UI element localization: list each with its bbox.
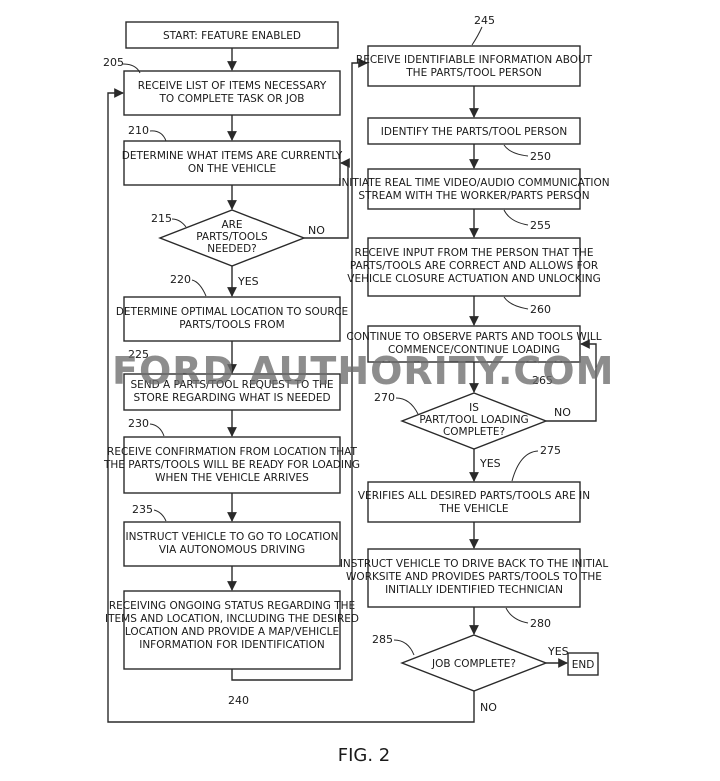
ref-210: 210 [128, 124, 149, 137]
svg-text:RECEIVE IDENTIFIABLE INFORMATI: RECEIVE IDENTIFIABLE INFORMATION ABOUTTH… [356, 54, 593, 79]
ref-285: 285 [372, 633, 393, 646]
ref-260: 260 [530, 303, 551, 316]
svg-text:RECEIVE CONFIRMATION FROM LOCA: RECEIVE CONFIRMATION FROM LOCATION THATT… [103, 446, 360, 484]
reference-numerals: 205 210 215 220 225 230 235 240 245 250 … [103, 14, 561, 707]
ref-255: 255 [530, 219, 551, 232]
decision-215-yes-label: YES [237, 275, 259, 288]
ref-280: 280 [530, 617, 551, 630]
ref-235: 235 [132, 503, 153, 516]
svg-text:RECEIVE INPUT FROM THE PERSON: RECEIVE INPUT FROM THE PERSON THAT THEPA… [347, 247, 600, 285]
ref-245: 245 [474, 14, 495, 27]
svg-text:END: END [572, 659, 595, 671]
ref-240: 240 [228, 694, 249, 707]
svg-text:VERIFIES ALL DESIRED PARTS/TOO: VERIFIES ALL DESIRED PARTS/TOOLS ARE INT… [358, 490, 590, 515]
ref-275: 275 [540, 444, 561, 457]
ref-215: 215 [151, 212, 172, 225]
ref-230: 230 [128, 417, 149, 430]
watermark: FORD AUTHORITY.COM [112, 349, 614, 393]
svg-text:INSTRUCT VEHICLE TO DRIVE BACK: INSTRUCT VEHICLE TO DRIVE BACK TO THE IN… [340, 558, 609, 596]
svg-text:IDENTIFY THE PARTS/TOOL PERSON: IDENTIFY THE PARTS/TOOL PERSON [381, 126, 567, 138]
step-250: IDENTIFY THE PARTS/TOOL PERSON [367, 117, 581, 145]
svg-text:JOB COMPLETE?: JOB COMPLETE? [431, 658, 516, 670]
decision-285: JOB COMPLETE? [400, 634, 548, 692]
step-280: INSTRUCT VEHICLE TO DRIVE BACK TO THE IN… [340, 548, 609, 608]
decision-285-yes-label: YES [547, 645, 569, 658]
step-end: END [567, 652, 599, 676]
step-start: START: FEATURE ENABLED [125, 21, 339, 49]
figure-caption: FIG. 2 [338, 745, 391, 766]
ref-225: 225 [128, 348, 149, 361]
svg-text:CONTINUE TO OBSERVE PARTS AND: CONTINUE TO OBSERVE PARTS AND TOOLS WILL… [346, 331, 601, 356]
decision-285-no-label: NO [480, 701, 497, 714]
decision-270-no-label: NO [554, 406, 571, 419]
svg-text:RECEIVING ONGOING STATUS REGAR: RECEIVING ONGOING STATUS REGARDING THEIT… [105, 600, 359, 651]
ref-220: 220 [170, 273, 191, 286]
ref-265: 265 [532, 374, 553, 387]
decision-270-yes-label: YES [479, 457, 501, 470]
step-255: INITIATE REAL TIME VIDEO/AUDIO COMMUNICA… [338, 168, 610, 210]
ref-270: 270 [374, 391, 395, 404]
svg-text:DETERMINE OPTIMAL LOCATION TO: DETERMINE OPTIMAL LOCATION TO SOURCEPART… [116, 306, 348, 331]
svg-text:INITIATE REAL TIME VIDEO/AUDIO: INITIATE REAL TIME VIDEO/AUDIO COMMUNICA… [338, 177, 609, 202]
ref-205: 205 [103, 56, 124, 69]
step-start-text: START: FEATURE ENABLED [163, 30, 301, 42]
ref-250: 250 [530, 150, 551, 163]
decision-215-no-label: NO [308, 224, 325, 237]
